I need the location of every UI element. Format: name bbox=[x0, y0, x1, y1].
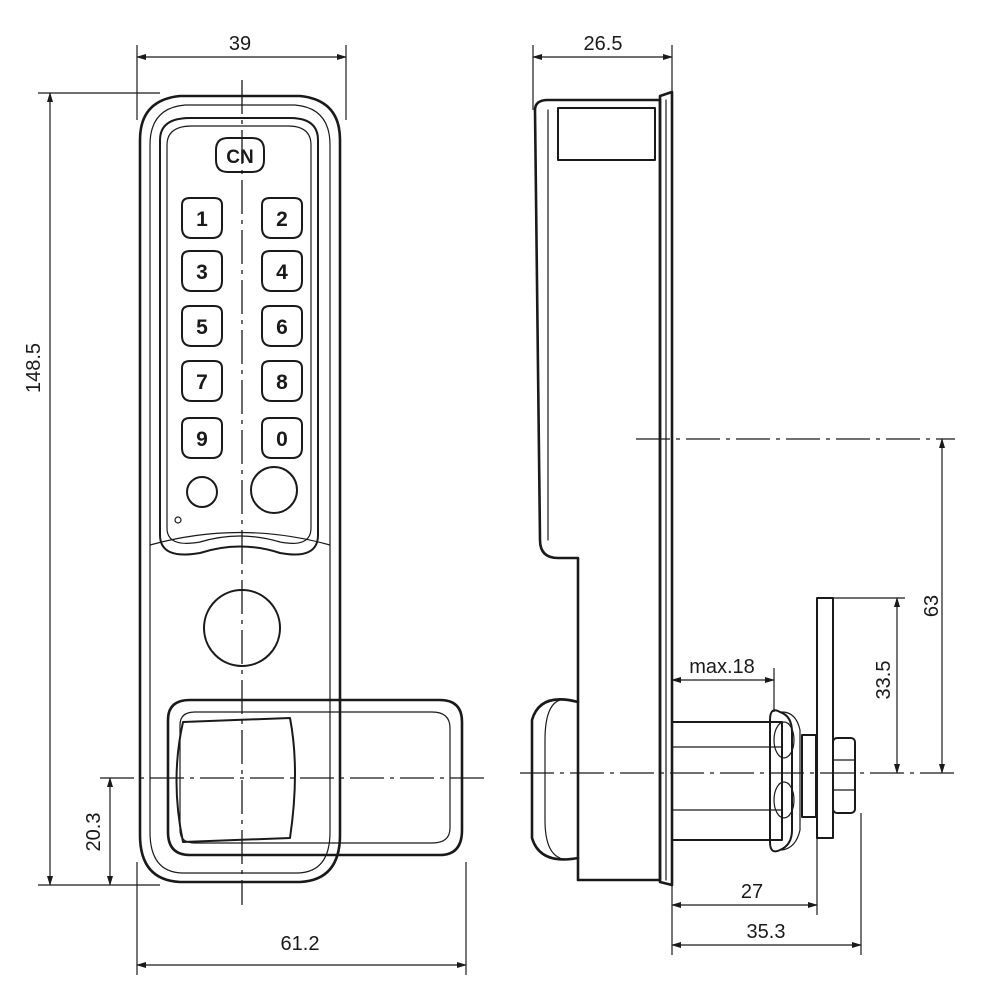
key-5[interactable]: 5 bbox=[181, 305, 223, 347]
key-9[interactable]: 9 bbox=[181, 417, 223, 459]
washer bbox=[801, 734, 817, 818]
key-2-label: 2 bbox=[276, 208, 288, 231]
dim-26-label: 26.5 bbox=[584, 33, 623, 55]
key-4[interactable]: 4 bbox=[261, 250, 303, 292]
front-body-inner-outline bbox=[149, 104, 331, 874]
front-body-outline bbox=[138, 94, 342, 884]
dim-63-label: 63 bbox=[921, 595, 943, 617]
key-8[interactable]: 8 bbox=[261, 360, 303, 402]
mounting-nut bbox=[769, 709, 801, 853]
dim-27-label: 27 bbox=[741, 881, 763, 903]
keypad-panel-inner bbox=[166, 125, 312, 544]
key-2[interactable]: 2 bbox=[261, 197, 303, 239]
key-9-label: 9 bbox=[196, 428, 208, 451]
logo-text: CN bbox=[226, 147, 253, 168]
dim-35-label: 35.3 bbox=[747, 921, 786, 943]
front-view: CN 1 2 3 4 5 bbox=[100, 80, 488, 905]
side-back-knob bbox=[530, 698, 580, 861]
large-round-button[interactable] bbox=[250, 466, 298, 514]
side-view bbox=[520, 90, 960, 887]
key-1-label: 1 bbox=[196, 208, 208, 231]
key-0[interactable]: 0 bbox=[261, 417, 303, 459]
dim-max18-label: max.18 bbox=[689, 656, 755, 678]
dim-33-label: 33.5 bbox=[873, 661, 895, 700]
cam-plate bbox=[816, 597, 834, 839]
key-7-label: 7 bbox=[196, 371, 208, 394]
side-dimensions: 26.5 max.18 63 33.5 27 35.3 bbox=[532, 33, 945, 955]
dim-148-label: 148.5 bbox=[23, 343, 45, 393]
lever-handle[interactable] bbox=[166, 698, 464, 857]
key-6-label: 6 bbox=[276, 316, 288, 339]
key-5-label: 5 bbox=[196, 316, 208, 339]
cam-shaft bbox=[671, 721, 783, 841]
cam-bolt bbox=[832, 737, 856, 814]
dim-61-label: 61.2 bbox=[281, 933, 320, 955]
side-body-profile bbox=[533, 98, 662, 882]
body-lower-curve bbox=[149, 531, 331, 546]
key-7[interactable]: 7 bbox=[181, 360, 223, 402]
dim-20-label: 20.3 bbox=[83, 813, 105, 852]
side-upper-block bbox=[557, 107, 656, 161]
keypad-panel bbox=[159, 117, 319, 556]
small-round-button[interactable] bbox=[186, 476, 218, 508]
key-1[interactable]: 1 bbox=[181, 197, 223, 239]
key-6[interactable]: 6 bbox=[261, 305, 303, 347]
key-4-label: 4 bbox=[276, 261, 288, 284]
key-8-label: 8 bbox=[276, 371, 288, 394]
key-3-label: 3 bbox=[196, 261, 208, 284]
led-indicator bbox=[174, 516, 182, 524]
logo-badge: CN bbox=[215, 137, 265, 173]
keypad-keys: 1 2 3 4 5 6 7 bbox=[174, 197, 303, 524]
key-3[interactable]: 3 bbox=[181, 250, 223, 292]
front-dimensions: 39 148.5 20.3 61.2 bbox=[23, 33, 467, 975]
dim-39-label: 39 bbox=[229, 33, 251, 55]
key-0-label: 0 bbox=[276, 428, 288, 451]
